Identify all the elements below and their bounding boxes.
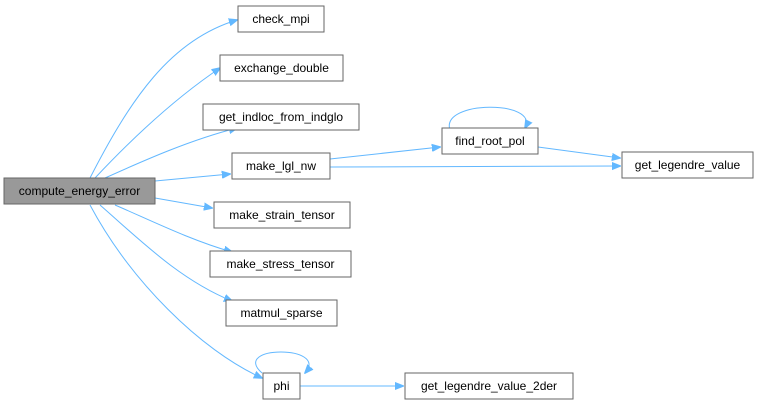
- node-get-legendre-value[interactable]: get_legendre_value: [621, 151, 754, 179]
- node-label: phi: [273, 379, 289, 393]
- node-label: make_lgl_nw: [246, 159, 316, 173]
- edges: [89, 20, 620, 386]
- node-make-strain-tensor[interactable]: make_strain_tensor: [213, 201, 351, 229]
- nodes: compute_energy_error check_mpi exchange_…: [3, 5, 754, 400]
- node-make-lgl-nw[interactable]: make_lgl_nw: [231, 152, 331, 180]
- node-label: get_legendre_value: [635, 158, 741, 172]
- node-get-legendre-value-2der[interactable]: get_legendre_value_2der: [404, 372, 574, 400]
- edge-compute-to-make-stress: [114, 204, 232, 252]
- edge-find-root-self-loop: [449, 106, 526, 131]
- edge-find-root-to-get-legendre: [537, 146, 620, 158]
- node-label: make_stress_tensor: [226, 257, 334, 271]
- edge-compute-to-exchange-double: [94, 68, 220, 179]
- node-compute-energy-error[interactable]: compute_energy_error: [3, 177, 156, 205]
- node-find-root-pol[interactable]: find_root_pol: [441, 127, 539, 155]
- edge-lgl-to-get-legendre: [329, 166, 620, 167]
- node-label: exchange_double: [234, 61, 329, 75]
- node-matmul-sparse[interactable]: matmul_sparse: [225, 299, 338, 327]
- edge-compute-to-get-indloc: [104, 128, 237, 179]
- edge-compute-to-check-mpi: [89, 20, 237, 179]
- node-phi[interactable]: phi: [262, 372, 301, 400]
- edge-compute-to-phi: [89, 204, 262, 378]
- node-label: compute_energy_error: [19, 184, 140, 198]
- edge-compute-to-matmul: [99, 204, 232, 301]
- node-label: check_mpi: [252, 12, 309, 26]
- node-get-indloc-from-indglo[interactable]: get_indloc_from_indglo: [202, 103, 360, 131]
- edge-phi-self-loop: [255, 351, 309, 373]
- node-label: find_root_pol: [455, 134, 524, 148]
- edge-lgl-to-find-root: [329, 147, 440, 160]
- node-check-mpi[interactable]: check_mpi: [237, 5, 325, 33]
- node-label: get_legendre_value_2der: [421, 379, 557, 393]
- node-make-stress-tensor[interactable]: make_stress_tensor: [209, 250, 352, 278]
- node-label: make_strain_tensor: [229, 208, 334, 222]
- edge-compute-to-make-lgl-nw: [154, 174, 230, 182]
- node-exchange-double[interactable]: exchange_double: [219, 54, 344, 82]
- node-label: matmul_sparse: [240, 306, 322, 320]
- node-label: get_indloc_from_indglo: [219, 110, 343, 124]
- edge-compute-to-make-strain: [154, 197, 212, 208]
